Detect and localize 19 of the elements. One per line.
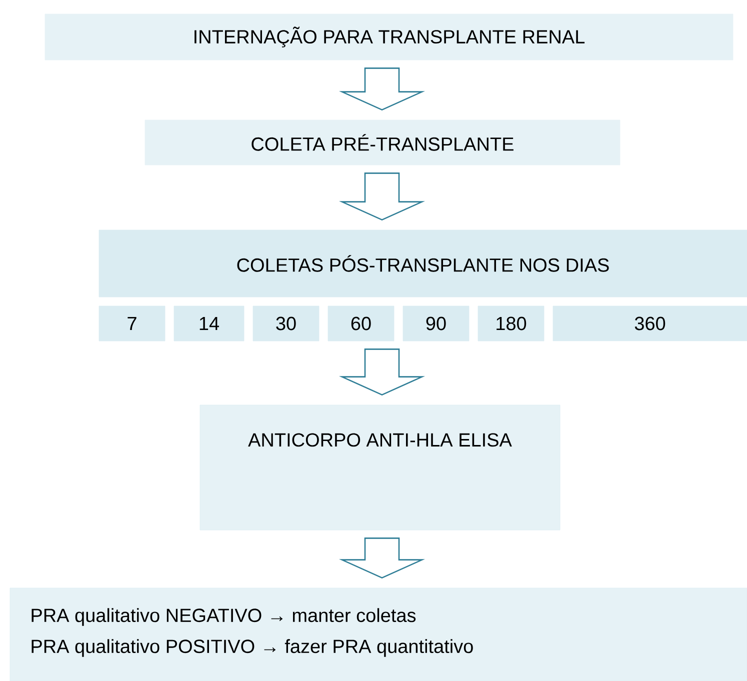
day-box: 30 (252, 306, 320, 342)
header-box: COLETAS PÓS-TRANSPLANTE NOS DIAS (98, 230, 747, 298)
day-box: 180 (478, 306, 544, 342)
result-line: PRA qualitativo POSITIVO → fazer PRA quantitativo (32, 639, 473, 657)
box-text: ANTICORPO ANTI-HLA ELISA (248, 433, 512, 447)
process-box (200, 404, 560, 530)
day-box: 60 (328, 306, 394, 342)
block-arrow (338, 172, 426, 221)
block-arrow (338, 538, 426, 579)
day-box: 360 (552, 306, 747, 342)
day-box: 14 (174, 306, 244, 342)
block-arrow (338, 68, 426, 111)
day-box: 90 (402, 306, 470, 342)
day-box: 7 (98, 306, 166, 342)
result-box (10, 588, 747, 681)
block-arrow (338, 348, 426, 396)
result-line: PRA qualitativo NEGATIVO → manter coletas (32, 608, 416, 626)
process-box: INTERNAÇÃO PARA TRANSPLANTE RENAL (44, 14, 734, 60)
process-box: COLETA PRÉ-TRANSPLANTE (144, 120, 620, 166)
